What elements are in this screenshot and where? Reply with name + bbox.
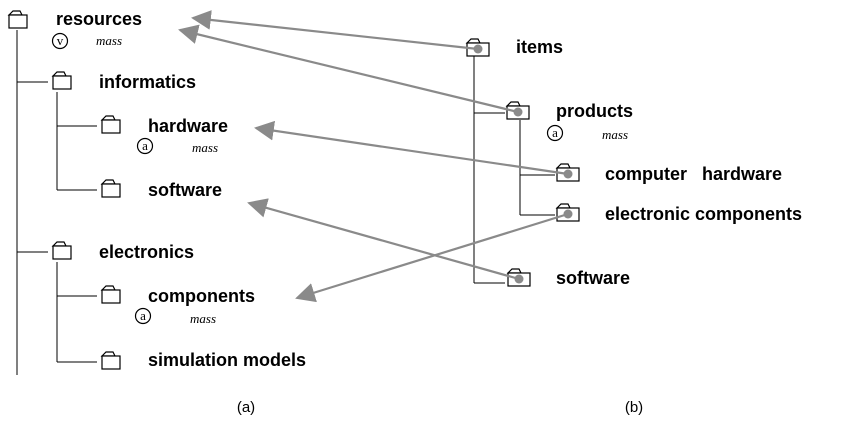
node-computer-hardware: computer hardware bbox=[555, 163, 782, 184]
node-label: resources bbox=[56, 9, 142, 29]
folder-icon bbox=[51, 71, 72, 90]
node-label: informatics bbox=[99, 72, 196, 92]
badge-circle bbox=[134, 307, 152, 325]
node-products: products a mass bbox=[505, 101, 633, 142]
mapping-arrows bbox=[178, 10, 569, 303]
tree-b-connectors bbox=[473, 55, 555, 284]
node-label: components bbox=[148, 286, 255, 306]
node-label: electronic components bbox=[605, 204, 802, 224]
badge-text: a bbox=[142, 138, 148, 153]
mass-note: mass bbox=[192, 140, 218, 155]
node-informatics: informatics bbox=[51, 71, 196, 92]
arrow-computer-hardware-to-hardware bbox=[254, 120, 569, 176]
caption-b: (b) bbox=[625, 399, 643, 416]
mass-note: mass bbox=[190, 311, 216, 326]
folder-icon bbox=[51, 241, 72, 260]
node-label: computer hardware bbox=[605, 164, 782, 184]
badge-text: a bbox=[552, 125, 558, 140]
node-label: software bbox=[556, 268, 630, 288]
tree-a-connectors bbox=[16, 30, 97, 375]
node-resources: resources v mass bbox=[7, 9, 142, 50]
node-software-b: software bbox=[506, 268, 630, 288]
folder-dot-icon bbox=[555, 203, 580, 222]
node-label: hardware bbox=[148, 116, 228, 136]
mass-note: mass bbox=[602, 127, 628, 142]
badge-circle bbox=[51, 32, 69, 50]
folder-icon bbox=[100, 179, 121, 198]
node-electronics: electronics bbox=[51, 241, 194, 262]
node-label: items bbox=[516, 37, 563, 57]
node-simulation-models: simulation models bbox=[100, 350, 306, 370]
badge-circle bbox=[546, 124, 564, 142]
badge-text: v bbox=[57, 33, 64, 48]
node-hardware: hardware a mass bbox=[100, 115, 228, 155]
folder-icon bbox=[100, 351, 121, 370]
folder-icon bbox=[100, 115, 121, 134]
node-components: components a mass bbox=[100, 285, 255, 326]
arrow-software-to-software bbox=[247, 198, 520, 281]
folder-dot-icon bbox=[506, 268, 531, 287]
badge-text: a bbox=[140, 308, 146, 323]
arrow-products-to-resources bbox=[178, 24, 519, 114]
node-label: products bbox=[556, 101, 633, 121]
mass-note: mass bbox=[96, 33, 122, 48]
arrow-electronic-components-to-components bbox=[295, 212, 569, 303]
node-label: software bbox=[148, 180, 222, 200]
caption-a: (a) bbox=[237, 399, 255, 416]
node-label: simulation models bbox=[148, 350, 306, 370]
folder-icon bbox=[7, 10, 28, 29]
folder-icon bbox=[100, 285, 121, 304]
badge-circle bbox=[136, 137, 154, 155]
node-label: electronics bbox=[99, 242, 194, 262]
node-software-a: software bbox=[100, 179, 222, 200]
node-electronic-components: electronic components bbox=[555, 203, 802, 224]
node-items: items bbox=[465, 37, 563, 57]
arrow-items-to-resources bbox=[191, 10, 479, 51]
